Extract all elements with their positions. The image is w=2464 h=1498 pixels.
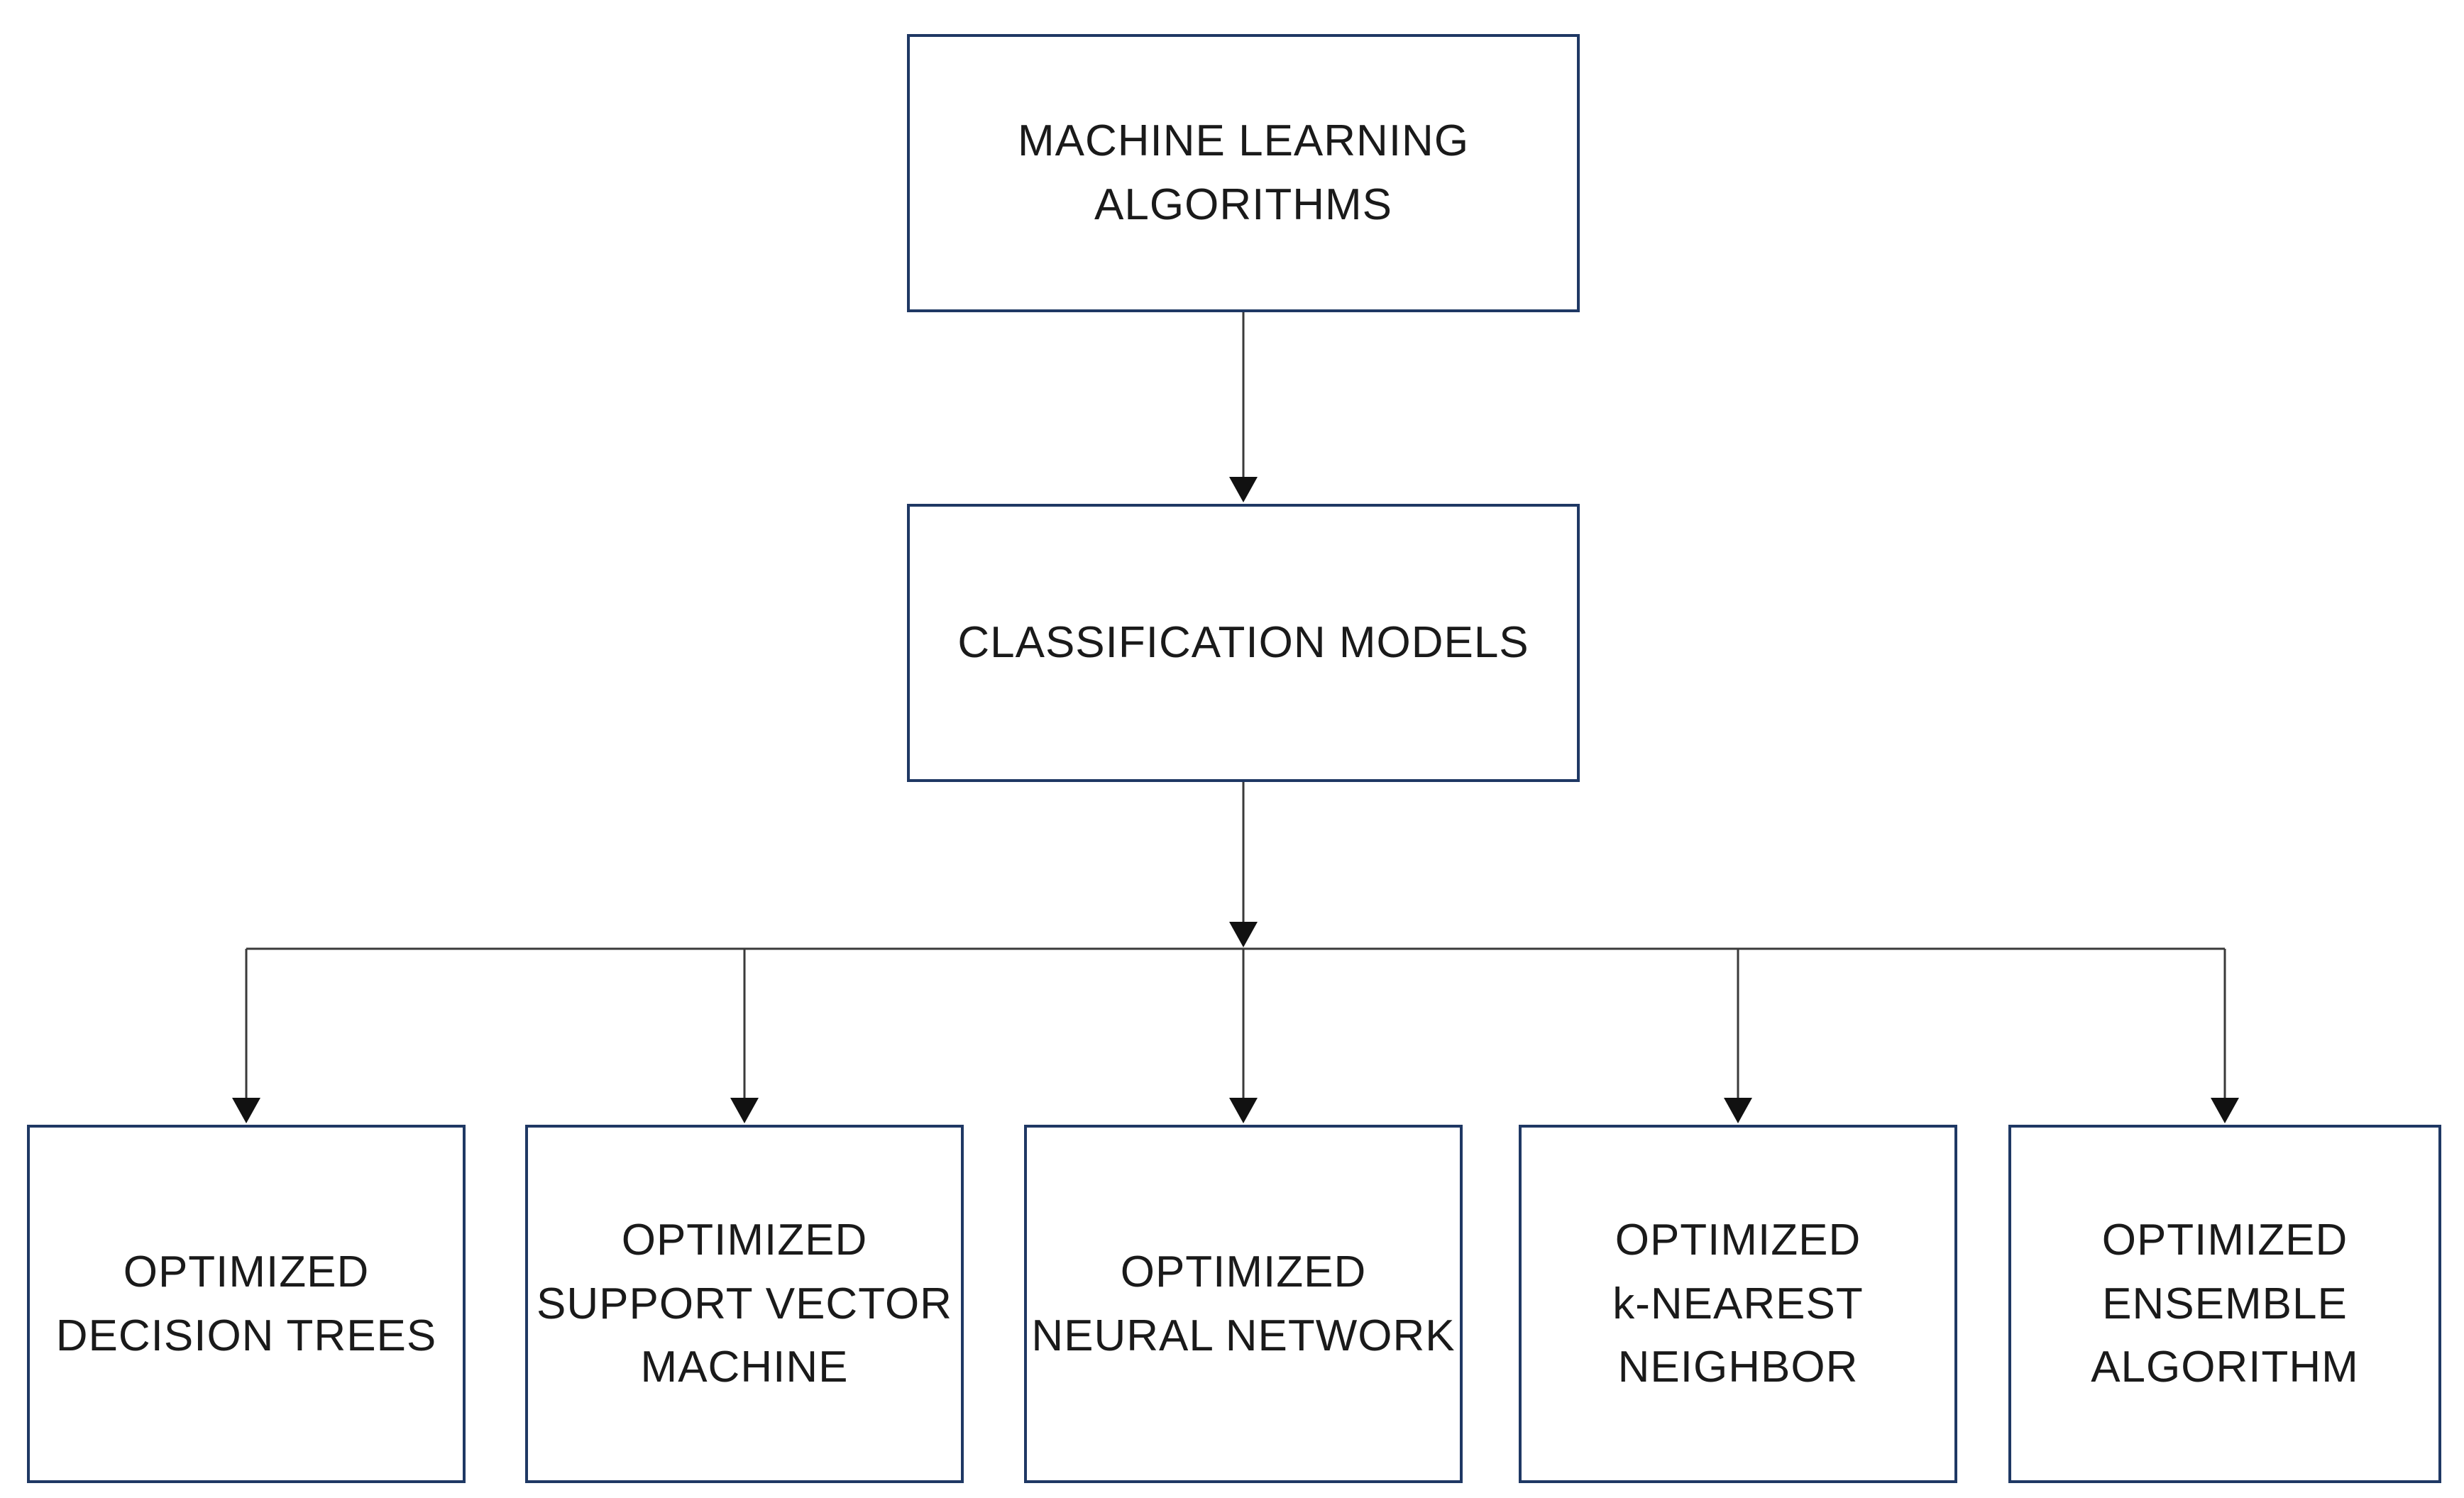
node-label-line: k-NEAREST (1612, 1279, 1864, 1328)
arrowhead-into-svm (730, 1098, 759, 1123)
node-label-line: ENSEMBLE (2102, 1279, 2348, 1328)
node-optimized-decision-trees: OPTIMIZED DECISION TREES (27, 1125, 466, 1483)
node-label-line: NEIGHBOR (1617, 1343, 1859, 1392)
node-optimized-ensemble-algorithm: OPTIMIZED ENSEMBLE ALGORITHM (2008, 1125, 2441, 1483)
node-label-line: ALGORITHM (2091, 1343, 2359, 1392)
node-label-line: OPTIMIZED (1120, 1247, 1367, 1296)
arrowhead-into-branch-line (1229, 922, 1258, 947)
node-label-line: OPTIMIZED (2101, 1215, 2348, 1265)
arrowhead-into-neural-network (1229, 1098, 1258, 1123)
node-label-line: OPTIMIZED (123, 1247, 370, 1296)
node-label-line: NEURAL NETWORK (1031, 1311, 1456, 1360)
arrowhead-into-decision-trees (232, 1098, 260, 1123)
node-label-line: OPTIMIZED (621, 1215, 868, 1265)
node-label-line: SUPPORT VECTOR (537, 1279, 952, 1328)
node-label-line: MACHINE (640, 1343, 849, 1392)
node-optimized-neural-network: OPTIMIZED NEURAL NETWORK (1024, 1125, 1463, 1483)
node-machine-learning-algorithms: MACHINE LEARNING ALGORITHMS (907, 34, 1580, 312)
node-optimized-k-nearest-neighbor: OPTIMIZED k-NEAREST NEIGHBOR (1519, 1125, 1957, 1483)
node-label-line: DECISION TREES (55, 1311, 437, 1360)
arrowhead-into-knn (1724, 1098, 1752, 1123)
node-optimized-support-vector-machine: OPTIMIZED SUPPORT VECTOR MACHINE (525, 1125, 964, 1483)
arrowhead-into-classification (1229, 477, 1258, 502)
node-label-line: MACHINE LEARNING (1017, 116, 1470, 166)
node-label-line: OPTIMIZED (1615, 1215, 1861, 1265)
node-label-line: CLASSIFICATION MODELS (957, 618, 1529, 668)
node-label-line: ALGORITHMS (1094, 180, 1392, 229)
arrowhead-into-ensemble (2211, 1098, 2239, 1123)
node-classification-models: CLASSIFICATION MODELS (907, 504, 1580, 782)
